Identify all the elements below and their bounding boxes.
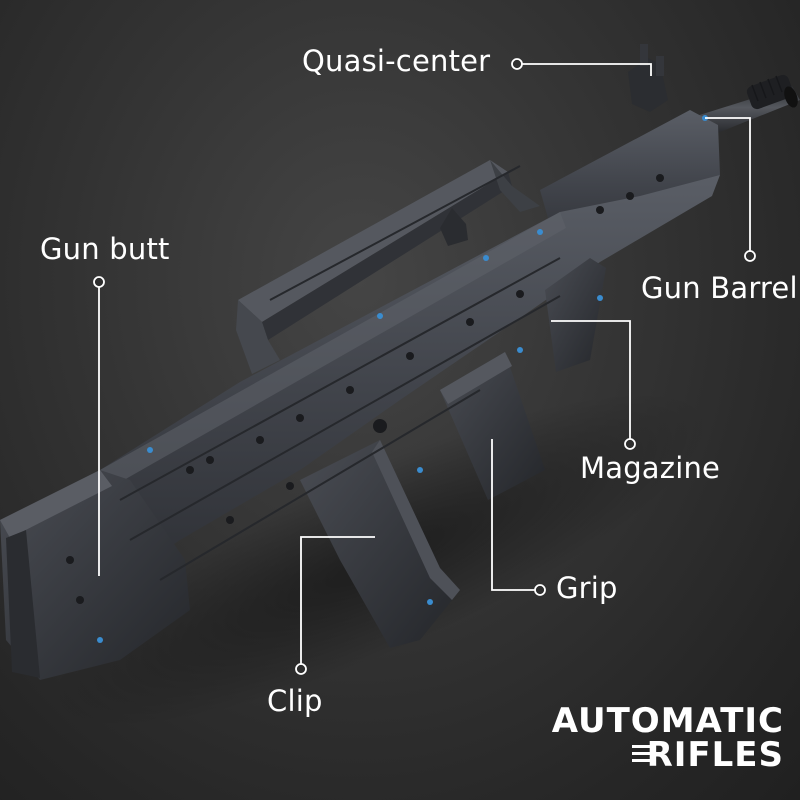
label-quasi-center: Quasi-center: [302, 44, 491, 78]
label-gun-barrel: Gun Barrel: [641, 271, 798, 305]
blue-pins: [97, 115, 708, 643]
receiver-part: [60, 175, 720, 600]
quasi-center-dot: [511, 58, 523, 70]
speed-lines-icon: [632, 743, 662, 765]
clip-leader: [300, 536, 375, 669]
magazine-part: [440, 352, 545, 500]
label-grip: Grip: [556, 571, 618, 605]
panel-lines: [119, 165, 561, 581]
grip-leader: [491, 439, 540, 591]
gun-butt-dot: [93, 276, 105, 288]
clip-part: [300, 440, 460, 648]
magazine-leader: [551, 320, 631, 444]
grip-dot: [534, 584, 546, 596]
clip-dot: [295, 663, 307, 675]
front-sight-part: [628, 44, 668, 112]
label-clip: Clip: [267, 684, 323, 718]
brand-line-1: AUTOMATIC: [551, 701, 784, 741]
grip-part: [545, 258, 606, 372]
rifle-model: [0, 44, 800, 680]
label-magazine: Magazine: [580, 451, 721, 485]
quasi-center-leader: [517, 63, 652, 76]
gun-barrel-leader: [705, 117, 751, 256]
magazine-dot: [624, 438, 636, 450]
pin-holes: [66, 174, 664, 604]
label-gun-butt: Gun butt: [40, 232, 170, 266]
callout-lines: [93, 58, 756, 675]
rear-sight-part: [440, 208, 468, 246]
brand-line-2: RIFLES: [646, 735, 784, 775]
gun-barrel-dot: [744, 250, 756, 262]
stock-part: [0, 470, 190, 680]
